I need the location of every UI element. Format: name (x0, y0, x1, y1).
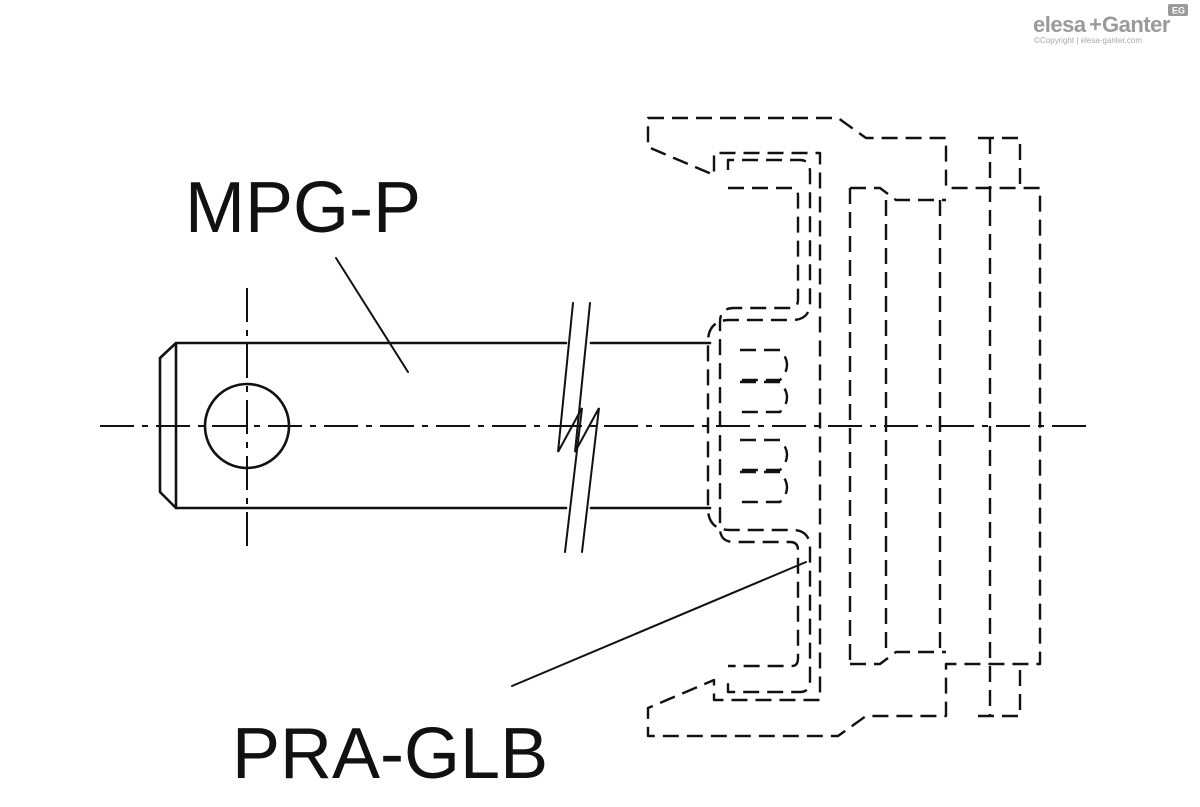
pin-shaft-left (158, 341, 568, 510)
pin-shaft (158, 302, 712, 553)
grip-bottom-cap (978, 664, 1022, 718)
brand-watermark: elesa + Ganter ©Copyright | elesa-ganter… (1033, 4, 1188, 45)
brand-plus: + (1089, 12, 1101, 37)
brand-name-elesa: elesa (1033, 12, 1087, 37)
label-pra-glb: PRA-GLB (232, 714, 548, 794)
grip-outer-profile (646, 116, 1042, 738)
grip-pocket-bottom (850, 650, 946, 666)
label-mpg-p: MPG-P (185, 168, 421, 248)
brand-badge-text: EG (1172, 6, 1185, 16)
brand-copyright: ©Copyright | elesa-ganter.com (1034, 36, 1142, 45)
break-line-right (574, 302, 600, 553)
grip-pocket-top (850, 186, 946, 202)
leader-line-grip (511, 561, 807, 687)
brand-name-ganter: Ganter (1102, 12, 1171, 37)
grip-spring-clip-inner (718, 186, 800, 668)
center-lines (100, 288, 1092, 552)
grip-top-cap (978, 136, 1022, 188)
leader-line-pin (335, 257, 409, 373)
grip-housing (646, 116, 1042, 738)
brand-badge-icon (1168, 4, 1188, 16)
break-line-left (557, 302, 583, 553)
pin-cross-hole (203, 382, 291, 470)
grip-nut-teeth (740, 348, 789, 504)
grip-spring-clip-outer (706, 158, 812, 694)
